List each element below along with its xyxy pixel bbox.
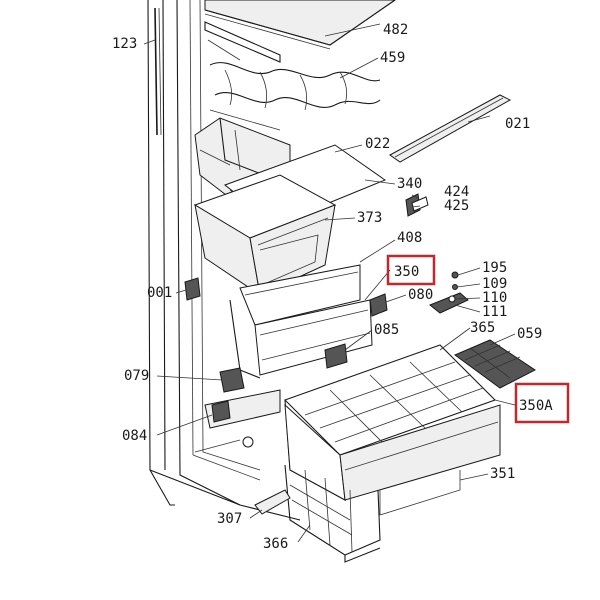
label-366: 366 [263,536,288,552]
label-123: 123 [112,36,137,52]
flap-408 [239,264,361,326]
drawer-351 [284,403,501,516]
label-080: 080 [408,287,433,303]
label-307: 307 [217,511,242,527]
shaft-307 [254,489,291,515]
label-424: 424 [444,184,469,200]
label-001: 001 [147,285,172,301]
ice-tray-059 [453,339,536,389]
shelf-frame [204,21,281,63]
label-425: 425 [444,198,469,214]
label-482: 482 [383,22,408,38]
label-085: 085 [374,322,399,338]
side-brackets [184,277,281,453]
glass-shelf-482 [204,0,396,50]
label-059: 059 [517,326,542,342]
label-351: 351 [490,466,515,482]
label-022: 022 [365,136,390,152]
door-gasket-123 [154,7,162,136]
highlight-boxes [386,254,570,424]
label-079: 079 [124,368,149,384]
label-111: 111 [482,304,507,320]
leader-lines [143,23,516,543]
wine-rack-459 [209,62,381,131]
label-340: 340 [397,176,422,192]
highlight-box-350 [386,254,436,286]
stopper-085 [324,343,348,369]
seal-strip-021 [389,94,512,163]
drawer-373 [193,174,337,297]
callout-labels: 482 123 459 021 022 340 424 425 373 408 … [112,22,553,552]
highlight-box-350a [514,382,570,424]
label-109: 109 [482,276,507,292]
lower-basket-366 [284,464,381,563]
label-350a: 350A [519,398,553,414]
bracket-080 [369,293,388,317]
label-459: 459 [380,50,405,66]
label-084: 084 [122,428,147,444]
label-110: 110 [482,290,507,306]
label-021: 021 [505,116,530,132]
label-350: 350 [394,264,419,280]
label-373: 373 [357,210,382,226]
label-365: 365 [470,320,495,336]
label-408: 408 [397,230,422,246]
handle-parts [429,271,469,314]
label-195: 195 [482,260,507,276]
